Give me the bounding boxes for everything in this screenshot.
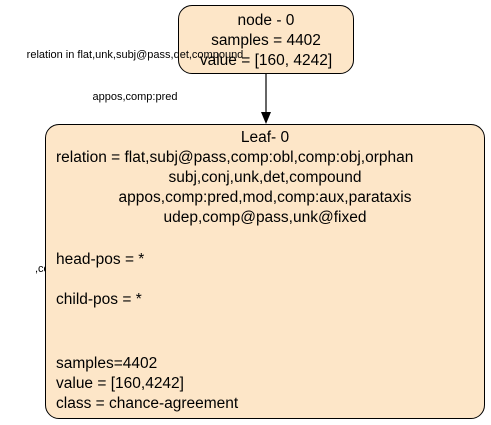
leaf-samples: samples=4402	[56, 355, 158, 372]
root-node-title: node - 0	[237, 12, 295, 29]
leaf-relation-line: subj,conj,unk,det,compound	[168, 169, 362, 186]
leaf-head-pos: head-pos = *	[56, 251, 145, 268]
root-node-value: value = [160, 4242]	[199, 52, 333, 69]
leaf-child-pos: child-pos = *	[56, 291, 142, 308]
leaf-value: value = [160,4242]	[56, 375, 184, 392]
edge-label-line: appos,comp:pred	[92, 91, 178, 104]
leaf-relation-line: appos,comp:pred,mod,comp:aux,parataxis	[118, 189, 412, 206]
edge-arrowhead	[261, 112, 271, 124]
leaf-node: Leaf- 0 relation = flat,subj@pass,comp:o…	[45, 124, 485, 419]
leaf-node-title: Leaf- 0	[240, 129, 290, 146]
leaf-relation-line: relation = flat,subj@pass,comp:obl,comp:…	[56, 149, 414, 166]
edge-label-line: relation in flat,unk,subj@pass,det,compo…	[26, 48, 244, 61]
leaf-class: class = chance-agreement	[56, 395, 239, 412]
leaf-relation-line: udep,comp@pass,unk@fixed	[163, 209, 367, 226]
root-node-samples: samples = 4402	[211, 32, 321, 49]
root-node: node - 0 samples = 4402 value = [160, 42…	[178, 5, 354, 74]
